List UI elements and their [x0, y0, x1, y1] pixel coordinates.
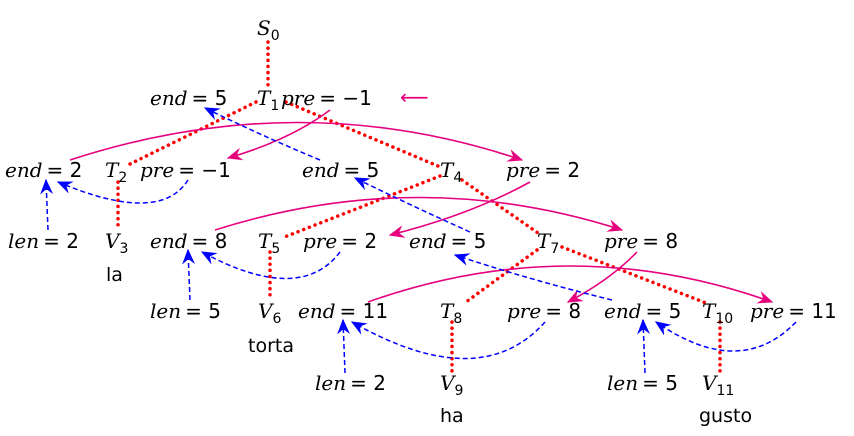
pre-link-arrow	[226, 109, 331, 161]
node-t10: T10	[702, 299, 733, 327]
label-t8-pre: pre = 8	[507, 299, 581, 323]
label-t2-pre: pre = −1	[140, 158, 231, 182]
end-link-arrow	[182, 248, 196, 301]
label-t8-end: end = 11	[298, 299, 388, 323]
label-t10-pre: pre = 11	[750, 299, 837, 323]
end-link-arrow	[350, 321, 546, 360]
end-link-arrow	[654, 321, 797, 352]
end-link-arrow	[203, 107, 321, 161]
label-v9-len: len = 2	[315, 371, 386, 395]
label-v6-len: len = 5	[150, 299, 221, 323]
end-link-arrow	[56, 179, 189, 204]
pre-links	[69, 109, 774, 304]
node-v6: V6	[258, 299, 281, 327]
node-v9: V9	[440, 371, 463, 399]
edge-t7-t8	[464, 248, 539, 304]
label-t2-end: end = 2	[5, 158, 82, 182]
pre-link-arrow	[69, 121, 524, 162]
pre-link-arrow	[566, 251, 638, 303]
node-t1: T1	[257, 86, 279, 114]
label-t7-end: end = 5	[409, 229, 486, 253]
label-t5-end: end = 8	[150, 229, 227, 253]
label-t10-end: end = 5	[604, 299, 681, 323]
node-t7: T7	[537, 229, 559, 257]
node-t8: T8	[440, 299, 462, 327]
word-ha: ha	[440, 405, 464, 427]
label-v11-len: len = 5	[607, 371, 678, 395]
label-t4-end: end = 5	[302, 158, 379, 182]
word-gusto: gusto	[699, 405, 752, 427]
edge-t1-t2	[126, 100, 258, 167]
start-arrow-icon: ⟵	[400, 85, 429, 109]
node-v11: V11	[702, 371, 734, 399]
end-links	[40, 107, 797, 374]
node-v3: V3	[105, 229, 128, 257]
edge-t7-t10	[560, 245, 708, 305]
pre-link-arrow	[388, 181, 531, 238]
tree-edges	[116, 40, 722, 374]
word-la: la	[106, 264, 123, 286]
node-t4: T4	[440, 158, 462, 186]
end-link-arrow	[353, 177, 471, 233]
label-t4-pre: pre = 2	[506, 158, 580, 182]
label-t1-end: end = 5	[150, 86, 227, 110]
end-link-arrow	[40, 178, 54, 231]
end-link-arrow	[637, 318, 651, 374]
pre-link-arrow	[367, 265, 774, 304]
edge-t1-t4	[284, 100, 440, 168]
edge-t4-t5	[280, 174, 442, 240]
node-t5: T5	[258, 229, 280, 257]
end-link-arrow	[453, 253, 613, 301]
pre-link-arrow	[214, 196, 624, 232]
label-t7-pre: pre = 8	[604, 229, 678, 253]
node-t2: T2	[105, 158, 127, 186]
label-t1-pre: pre = −1	[281, 86, 372, 110]
label-v3-len: len = 2	[8, 229, 79, 253]
label-t5-pre: pre = 2	[303, 229, 377, 253]
end-link-arrow	[337, 318, 351, 374]
word-torta: torta	[248, 335, 294, 357]
node-s0: S0	[257, 16, 280, 44]
